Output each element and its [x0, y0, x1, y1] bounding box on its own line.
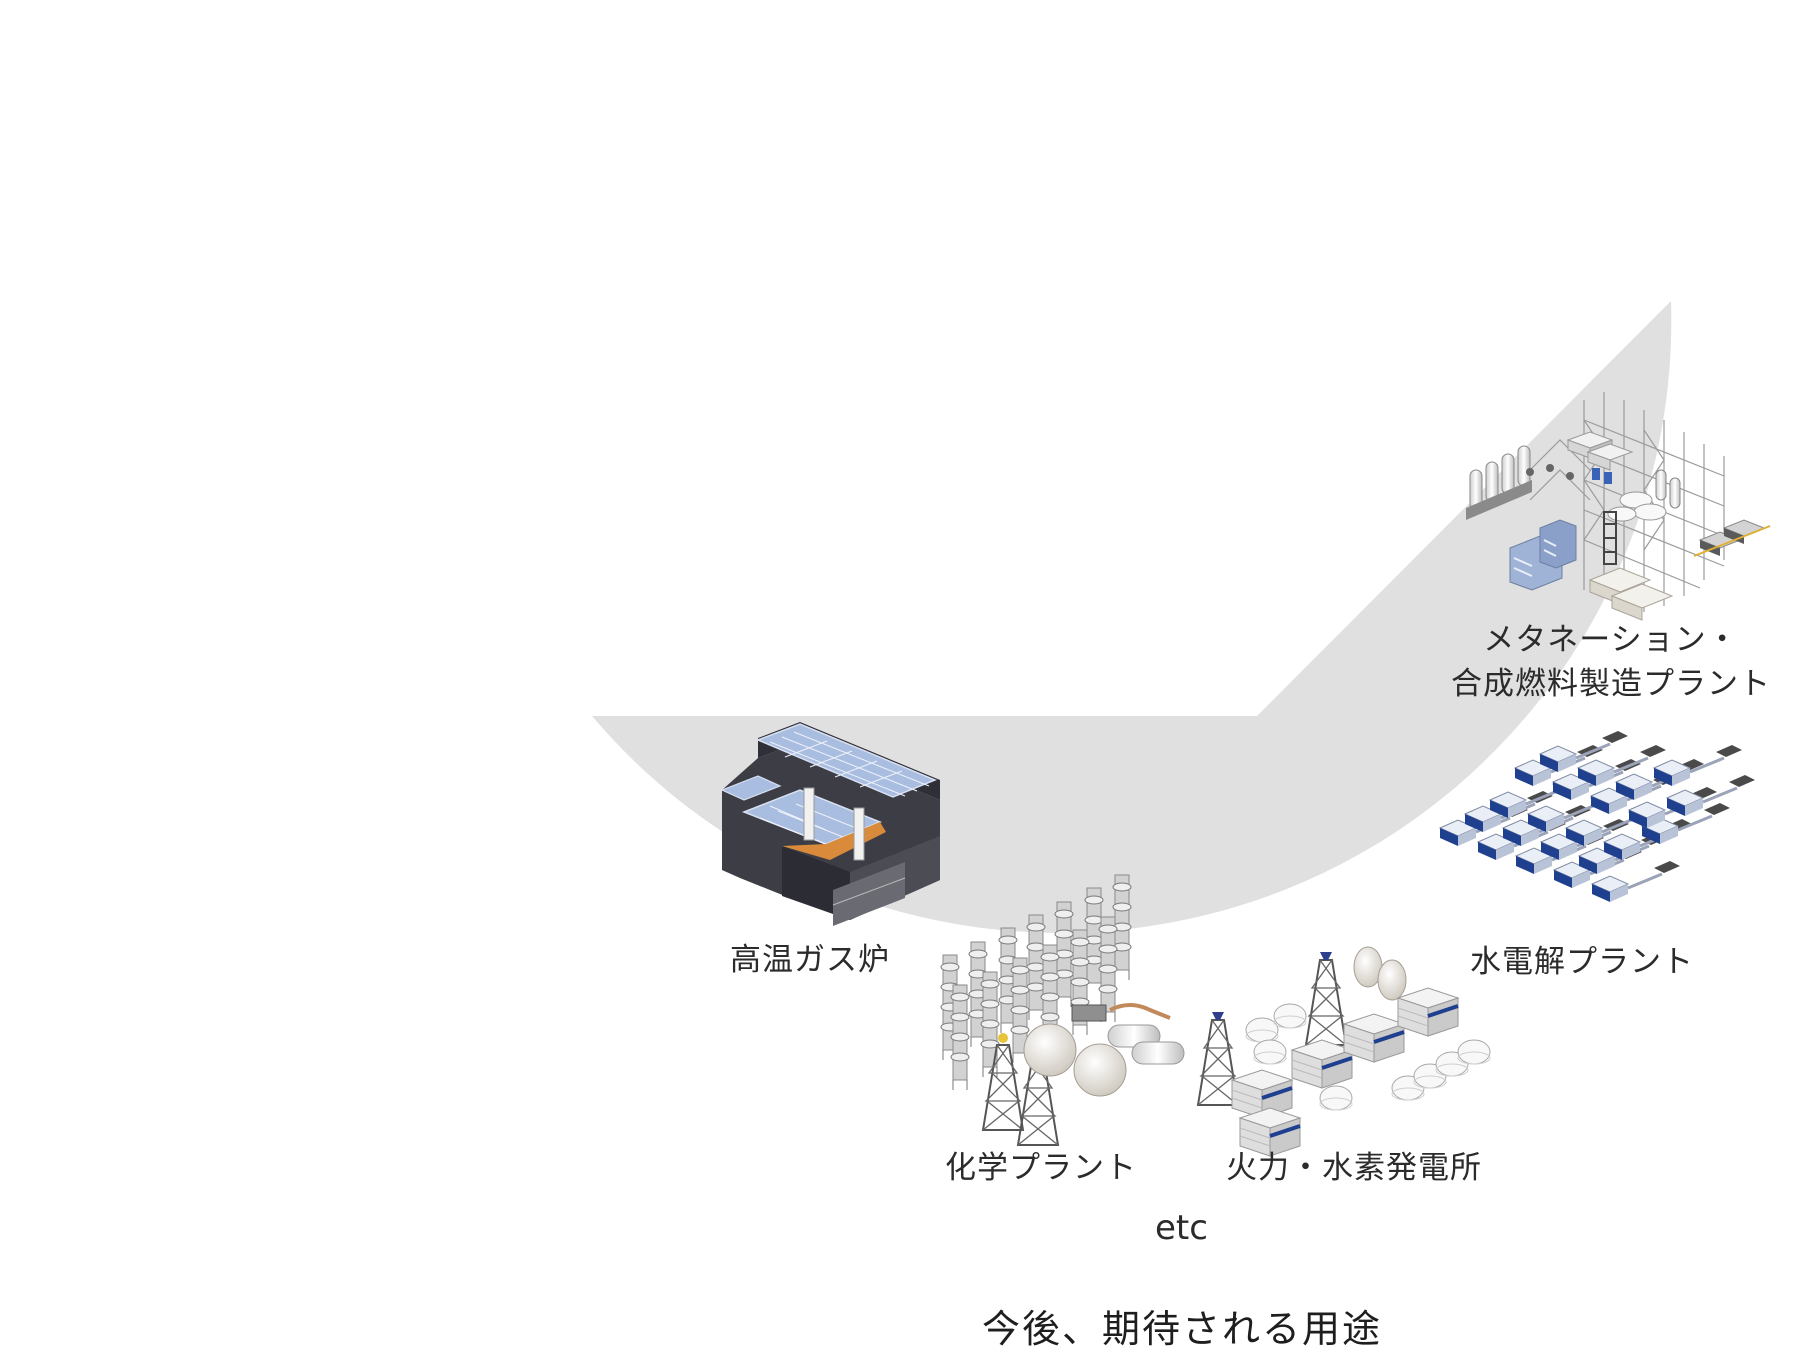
label-thermal-hydrogen-plant: 火力・水素発電所 — [1226, 1150, 1482, 1186]
diagram-caption: 今後、期待される用途 — [982, 1307, 1383, 1351]
label-methanation-plant: メタネーション・ 合成燃料製造プラント — [1450, 618, 1772, 706]
label-methanation-line2: 合成燃料製造プラント — [1451, 666, 1771, 702]
label-methanation-line1: メタネーション・ — [1483, 622, 1739, 658]
etc-label: etc — [1155, 1208, 1208, 1248]
label-chemical-plant: 化学プラント — [945, 1150, 1137, 1186]
power-plant-icon — [1197, 946, 1491, 1158]
label-htgr: 高温ガス炉 — [730, 942, 890, 978]
methanation-plant-icon — [1466, 392, 1771, 621]
chemical-plant-icon — [940, 874, 1185, 1146]
htgr-building-icon — [720, 722, 940, 926]
label-electrolysis-plant: 水電解プラント — [1470, 944, 1694, 980]
